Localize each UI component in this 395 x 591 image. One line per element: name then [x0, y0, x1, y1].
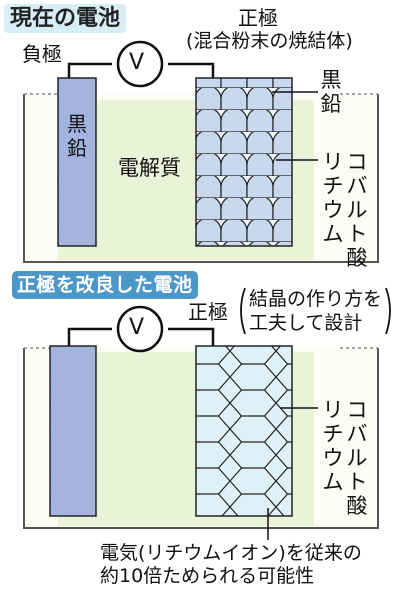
- bottom-anode: [49, 345, 97, 517]
- bottom-voltmeter-icon: [116, 305, 164, 353]
- bottom-caption-line1: 電気(リチウムイオン)を従来の: [100, 542, 362, 564]
- bottom-note-bracket-left: [240, 287, 246, 335]
- top-anode: [57, 77, 97, 247]
- top-cathode-label: 正極: [238, 6, 278, 30]
- bottom-lco-label-col1: コバルト酸: [346, 398, 368, 518]
- top-title: 現在の電池: [4, 4, 127, 33]
- bottom-cathode-label: 正極: [188, 300, 228, 324]
- top-cathode-note: (混合粉末の焼結体): [186, 30, 353, 52]
- top-voltmeter-label: V: [129, 50, 145, 75]
- bottom-wires: [67, 327, 215, 346]
- bottom-caption-line2: 約10倍ためられる可能性: [100, 565, 315, 587]
- top-graphite-label: 黒鉛: [320, 68, 342, 116]
- top-anode-label: 負極: [22, 42, 62, 66]
- bottom-note-bracket-right: [385, 287, 391, 335]
- top-anode-material-label: 黒鉛: [67, 112, 87, 160]
- bottom-lco-label-col2: リチウム: [322, 398, 344, 494]
- bottom-title: 正極を改良した電池: [12, 271, 198, 299]
- top-electrolyte-label: 電解質: [118, 156, 181, 180]
- bottom-note-line1: 結晶の作り方を: [249, 288, 383, 310]
- top-wires: [67, 62, 215, 78]
- top-cathode: [195, 77, 293, 247]
- top-lco-label-col1: コバルト酸: [346, 150, 368, 270]
- bottom-note-line2: 工夫して設計: [249, 312, 363, 334]
- bottom-cathode: [195, 345, 293, 517]
- bottom-voltmeter-label: V: [129, 315, 145, 340]
- top-lco-label-col2: リチウム: [322, 150, 344, 246]
- top-voltmeter-icon: [116, 40, 164, 88]
